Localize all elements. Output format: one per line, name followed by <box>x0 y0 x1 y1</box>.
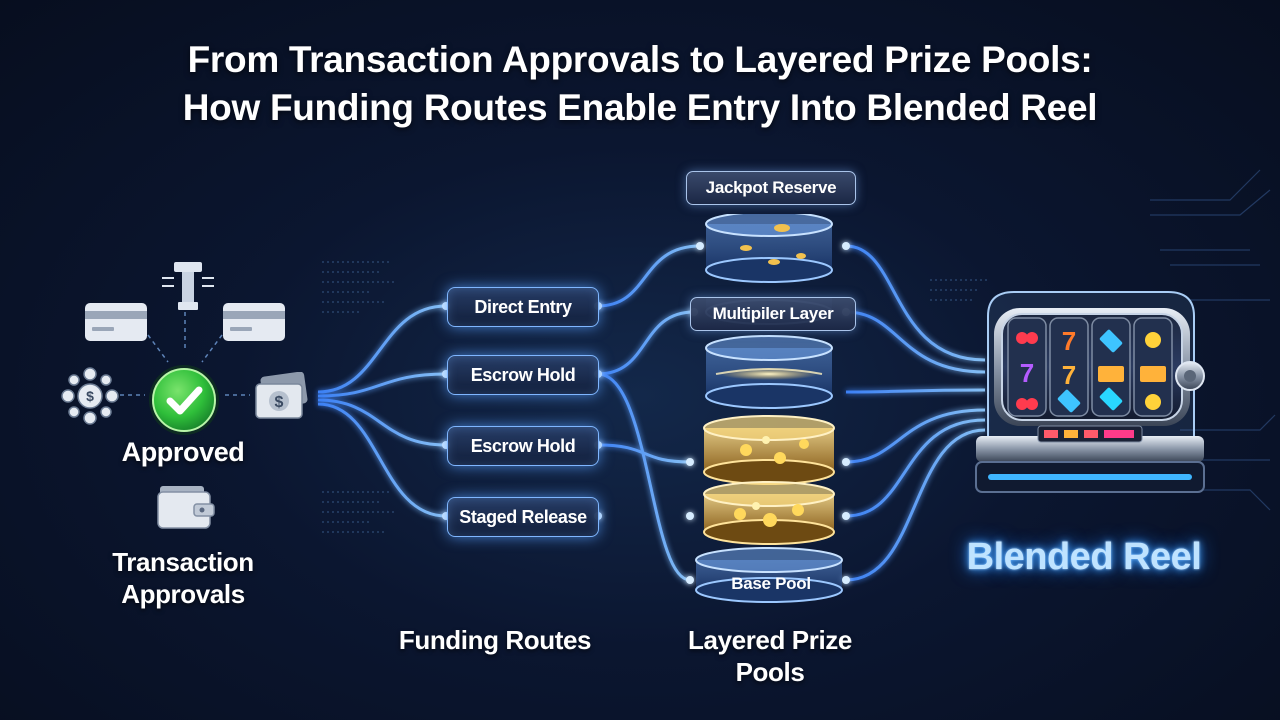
svg-text:$: $ <box>86 388 94 404</box>
pool-tag-jackpot-reserve: Jackpot Reserve <box>686 171 856 205</box>
layered-prize-pools-caption: Layered Prize Pools <box>650 624 890 688</box>
svg-text:7: 7 <box>1020 358 1034 388</box>
pool-tier-gold-upper <box>703 415 835 485</box>
pool-stack-graphic <box>695 214 843 603</box>
title-line-1: From Transaction Approvals to Layered Pr… <box>187 39 1093 80</box>
pool-tier-gold-lower <box>703 481 835 545</box>
pool-tier-base <box>695 547 843 603</box>
slot-machine-icon: 7 7 7 <box>975 291 1205 493</box>
route-staged-release: Staged Release <box>447 497 599 537</box>
layered-prize-pools-caption-line-1: Layered Prize <box>688 625 852 655</box>
approved-label: Approved <box>121 437 245 467</box>
pool-tag-base-pool: Base Pool <box>731 574 811 593</box>
credit-card-icon <box>223 303 285 341</box>
funding-routes-caption: Funding Routes <box>398 625 592 655</box>
check-icon <box>149 365 219 435</box>
svg-text:7: 7 <box>1062 326 1076 356</box>
route-direct-entry: Direct Entry <box>447 287 599 327</box>
transaction-approvals-caption: Transaction Approvals <box>80 546 286 610</box>
coin-network-icon: $ <box>61 367 119 425</box>
route-escrow-hold: Escrow Hold <box>447 355 599 395</box>
pool-tag-multiplier-layer: Multipiler Layer <box>690 297 856 331</box>
cash-icon: $ <box>255 372 308 419</box>
wallet-icon <box>157 486 215 529</box>
credit-card-icon <box>85 303 147 341</box>
layered-prize-pools-caption-line-2: Pools <box>735 657 805 687</box>
atm-icon <box>162 262 214 310</box>
title-line-2: How Funding Routes Enable Entry Into Ble… <box>182 87 1098 128</box>
svg-text:7: 7 <box>1062 360 1076 390</box>
blended-reel-label: Blended Reel <box>966 536 1202 578</box>
transaction-approvals-caption-line-2: Approvals <box>121 579 245 609</box>
page-title: From Transaction Approvals to Layered Pr… <box>0 36 1280 132</box>
transaction-approvals-caption-line-1: Transaction <box>112 547 254 577</box>
route-escrow-hold: Escrow Hold <box>447 426 599 466</box>
svg-text:$: $ <box>275 394 284 411</box>
pool-tier-jackpot <box>705 214 833 283</box>
pool-tier-glass <box>705 335 833 409</box>
